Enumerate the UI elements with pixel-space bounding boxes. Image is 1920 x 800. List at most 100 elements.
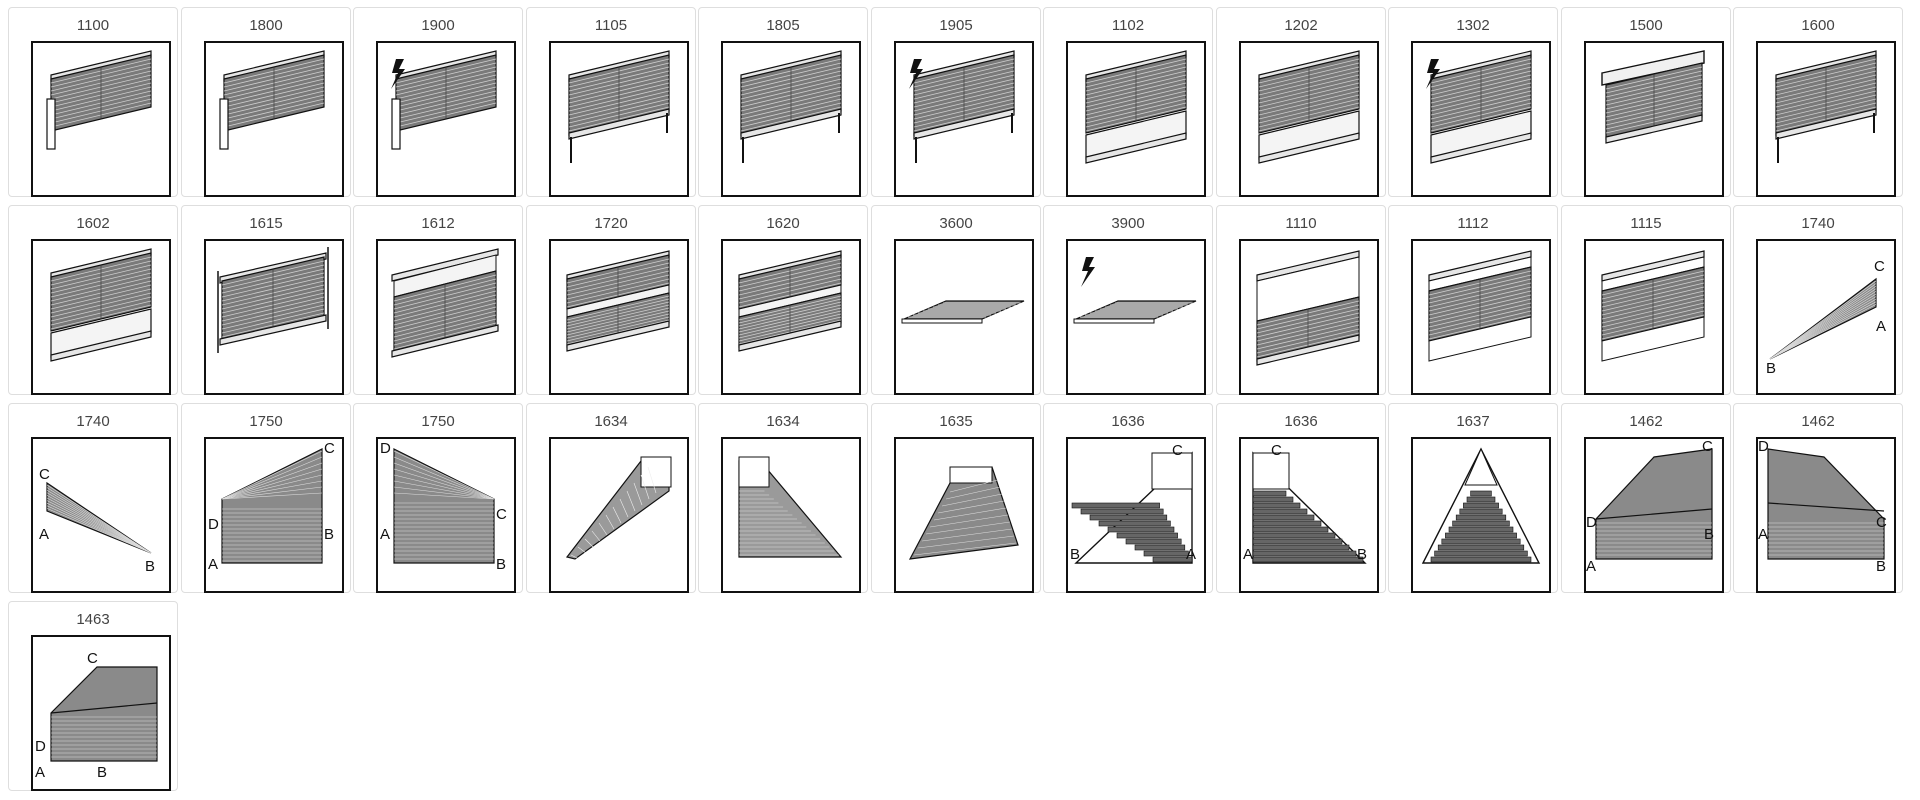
corner-label: C — [1172, 442, 1183, 459]
product-code: 3900 — [1111, 215, 1145, 232]
product-code: 3600 — [939, 215, 973, 232]
corner-label: C — [39, 466, 50, 483]
corner-label: A — [1758, 526, 1768, 543]
product-card-1102[interactable]: 1102 — [1043, 7, 1213, 197]
product-image-frame[interactable] — [894, 437, 1034, 593]
product-code: 1740 — [76, 413, 110, 430]
product-image-frame[interactable] — [1411, 437, 1551, 593]
product-image-frame[interactable] — [1584, 239, 1724, 395]
product-card-1600[interactable]: 1600 — [1733, 7, 1903, 197]
triangle-blind-icon: CAB — [1766, 258, 1886, 377]
product-image-frame[interactable] — [376, 239, 516, 395]
product-code: 1740 — [1801, 215, 1835, 232]
product-image-frame[interactable] — [549, 41, 689, 197]
triangle-blind-icon: CAB — [39, 466, 155, 575]
product-card-1100[interactable]: 1100 — [8, 7, 178, 197]
product-image-frame[interactable] — [204, 41, 344, 197]
product-image-frame[interactable] — [1239, 41, 1379, 197]
trapezoid-blind-icon — [738, 456, 843, 558]
product-code: 1805 — [766, 17, 800, 34]
product-image-frame[interactable] — [31, 41, 171, 197]
product-image-frame[interactable] — [721, 41, 861, 197]
product-image-frame[interactable] — [1066, 41, 1206, 197]
product-image-frame[interactable] — [549, 437, 689, 593]
product-card-1805[interactable]: 1805 — [698, 7, 868, 197]
product-image-frame[interactable] — [894, 41, 1034, 197]
product-code: 1112 — [1457, 215, 1489, 232]
product-card-1202[interactable]: 1202 — [1216, 7, 1386, 197]
product-card-1800[interactable]: 1800 — [181, 7, 351, 197]
product-card-1620[interactable]: 1620 — [698, 205, 868, 395]
product-card-1637[interactable]: 1637 — [1388, 403, 1558, 593]
corner-label: D — [380, 440, 391, 457]
product-image-frame[interactable] — [1066, 239, 1206, 395]
product-image-frame[interactable] — [721, 239, 861, 395]
product-card-1500[interactable]: 1500 — [1561, 7, 1731, 197]
product-card-1115[interactable]: 1115 — [1561, 205, 1731, 395]
product-card-1110[interactable]: 1110 — [1216, 205, 1386, 395]
product-image-frame[interactable] — [204, 239, 344, 395]
product-code: 1637 — [1456, 413, 1490, 430]
product-image-frame[interactable] — [376, 41, 516, 197]
product-image-frame[interactable] — [1756, 41, 1896, 197]
product-image-frame[interactable] — [721, 437, 861, 593]
product-image-frame[interactable] — [31, 239, 171, 395]
product-card-1615[interactable]: 1615 — [181, 205, 351, 395]
product-card-1720[interactable]: 1720 — [526, 205, 696, 395]
product-code: 1100 — [76, 17, 110, 34]
product-card-1905[interactable]: 1905 — [871, 7, 1041, 197]
product-card-1634[interactable]: 1634 — [526, 403, 696, 593]
product-card-1105[interactable]: 1105 — [526, 7, 696, 197]
trapezoid-blind-icon — [565, 456, 672, 560]
product-card-3600[interactable]: 3600 — [871, 205, 1041, 395]
product-card-1634[interactable]: 1634 — [698, 403, 868, 593]
product-image-frame[interactable] — [894, 239, 1034, 395]
product-code: 1905 — [939, 17, 973, 34]
product-image-frame[interactable] — [1411, 41, 1551, 197]
product-card-1302[interactable]: 1302 — [1388, 7, 1558, 197]
product-code: 1636 — [1111, 413, 1145, 430]
product-image-frame[interactable] — [1411, 239, 1551, 395]
product-card-1635[interactable]: 1635 — [871, 403, 1041, 593]
product-image-frame[interactable] — [1584, 41, 1724, 197]
product-card-1602[interactable]: 1602 — [8, 205, 178, 395]
motorized-blind-with-bottom-rail-icon — [1426, 50, 1532, 164]
corner-label: B — [1357, 546, 1367, 563]
product-image-frame[interactable] — [549, 239, 689, 395]
product-code: 1110 — [1285, 215, 1317, 232]
inverted-trapezoid-blind-icon — [908, 466, 1019, 560]
product-image-frame[interactable] — [1239, 239, 1379, 395]
corner-label: A — [1186, 546, 1196, 563]
product-code: 1900 — [421, 17, 455, 34]
product-card-1900[interactable]: 1900 — [353, 7, 523, 197]
tensioned-blind-with-bottom-rail-icon — [1085, 50, 1187, 164]
middle-blind-icon — [1601, 250, 1705, 362]
product-card-3900[interactable]: 3900 — [1043, 205, 1213, 395]
product-card-1112[interactable]: 1112 — [1388, 205, 1558, 395]
product-code: 1463 — [76, 611, 110, 628]
product-card-1612[interactable]: 1612 — [353, 205, 523, 395]
